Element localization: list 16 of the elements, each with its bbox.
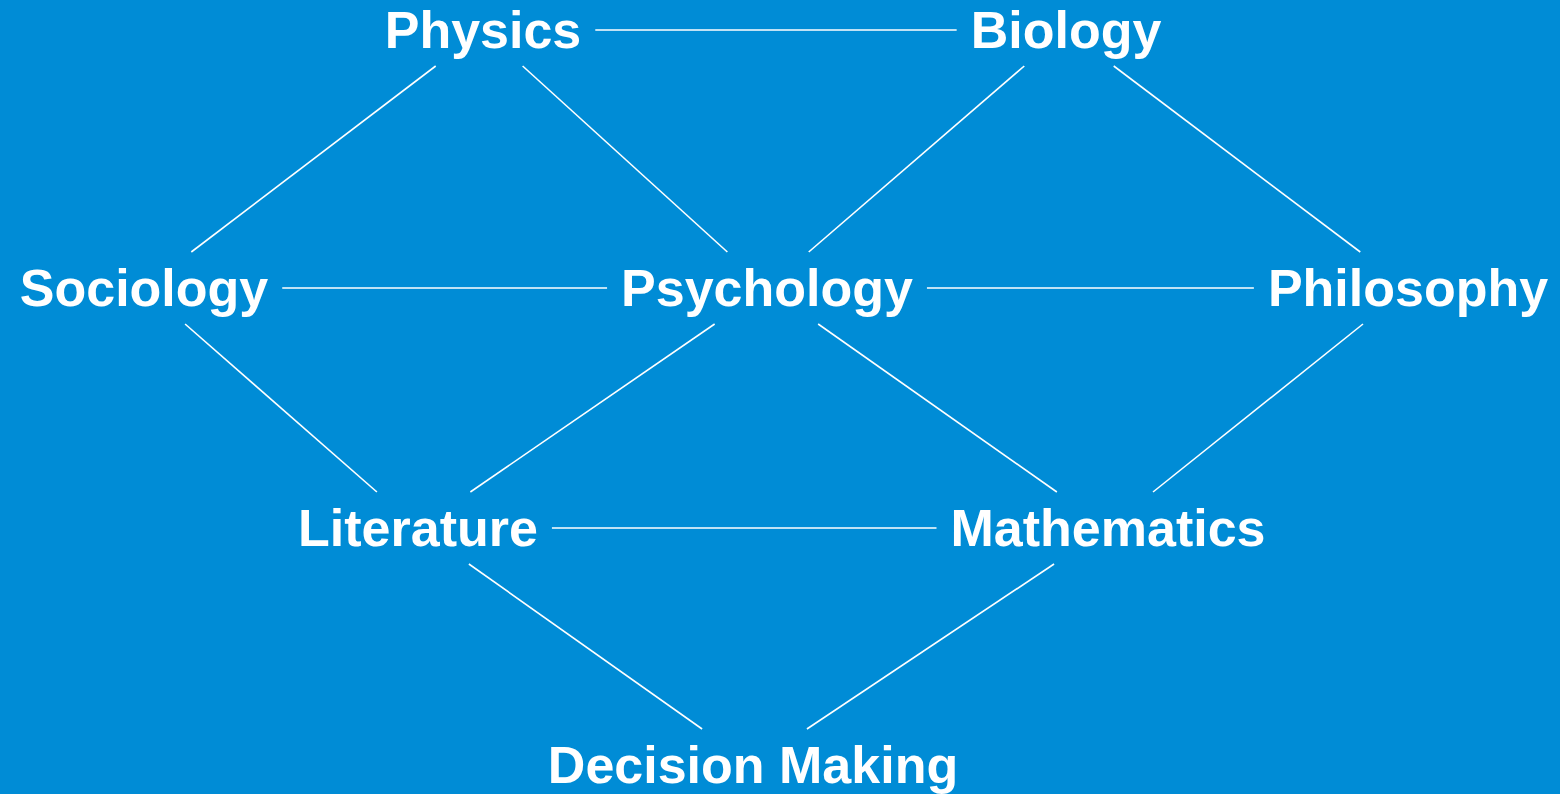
connector-line <box>281 287 608 289</box>
connector-line <box>926 287 1255 289</box>
topic-label: Mathematics <box>950 502 1266 554</box>
topic-label: Literature <box>298 502 538 554</box>
connector-line <box>468 563 703 730</box>
connector-line <box>521 65 729 253</box>
connector-line <box>806 563 1055 730</box>
connector-line <box>184 323 378 493</box>
connector-line <box>469 323 716 493</box>
connector-line <box>807 65 1026 253</box>
connector-line <box>594 29 958 31</box>
connector-line <box>1112 65 1362 253</box>
connector-line <box>1152 323 1364 493</box>
connector-line <box>817 323 1058 493</box>
connector-line <box>190 65 437 253</box>
connector-line <box>551 527 938 529</box>
